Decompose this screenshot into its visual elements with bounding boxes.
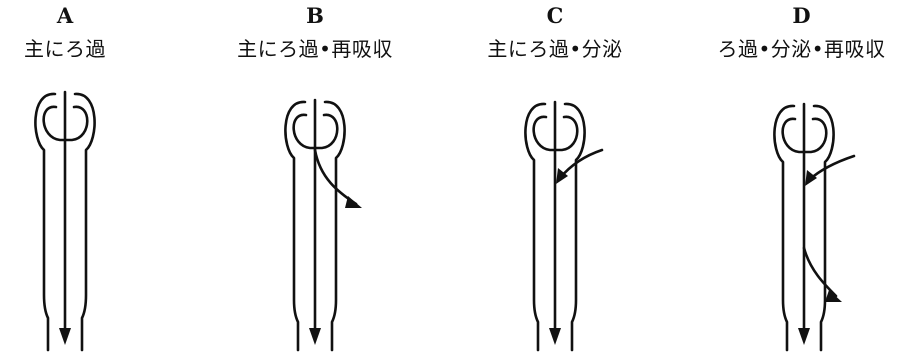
- central-flow-arrowhead: [59, 328, 71, 345]
- nephron-tubule-icon: [690, 0, 913, 354]
- central-flow-arrowhead: [549, 328, 561, 345]
- reabsorption-flow-line: [804, 248, 836, 296]
- central-flow-arrowhead: [798, 328, 810, 345]
- secretion-flow-line: [809, 156, 854, 180]
- panel-a: A 主にろ過: [0, 0, 130, 354]
- secretion-arrowhead: [805, 170, 817, 186]
- nephron-tubule-icon: [460, 0, 650, 354]
- panel-d: D ろ過•分泌•再吸収: [690, 0, 913, 354]
- nephron-tubule-icon: [0, 0, 130, 354]
- nephron-tubule-icon: [210, 0, 420, 354]
- central-flow-arrowhead: [309, 328, 321, 345]
- panel-c: C 主にろ過•分泌: [460, 0, 650, 354]
- panel-b: B 主にろ過•再吸収: [210, 0, 420, 354]
